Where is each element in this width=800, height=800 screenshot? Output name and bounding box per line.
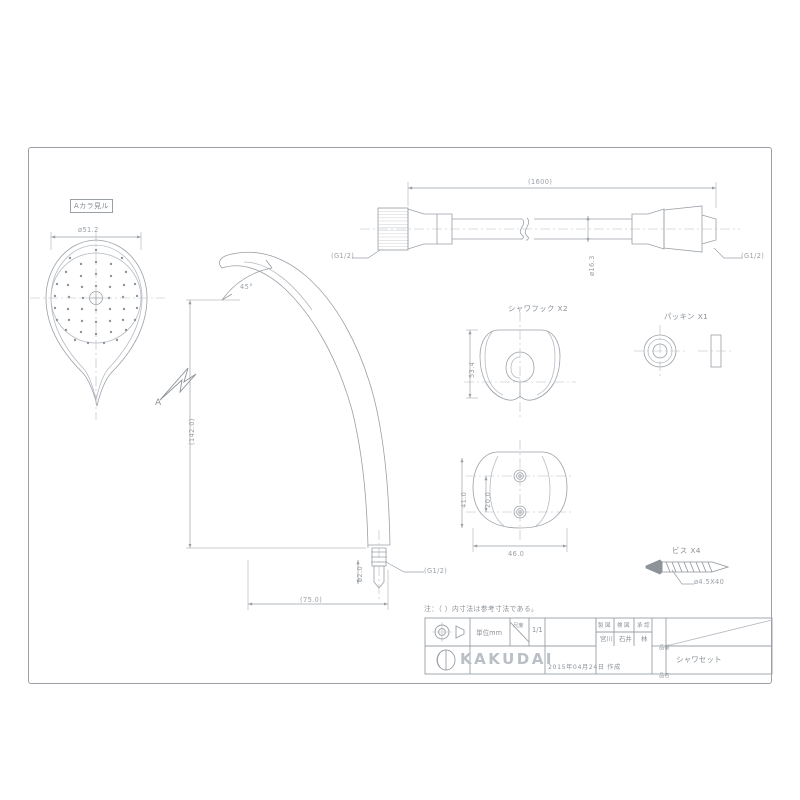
drawing-note: 注：（ ）内寸法は参考寸法である。 <box>424 605 539 613</box>
dimension-hose-diameter-label: ø16.3 <box>588 255 596 276</box>
dimension-face-diameter <box>50 232 142 250</box>
leader-hose-thread-right <box>713 247 742 259</box>
title-block-scale-value: 1/1 <box>532 626 543 634</box>
drawing-frame <box>28 147 772 684</box>
dimension-hook-hole-pitch-label: 20.0 <box>484 491 492 508</box>
title-block-name-approve: 林 <box>641 635 648 643</box>
title-block-date: 2015年04月24日 作成 <box>548 664 621 671</box>
leader-screw-spec <box>671 569 694 585</box>
dimension-face-diameter-label: ø51.2 <box>78 226 99 234</box>
brand-logo-text: KAKUDAI <box>460 650 554 668</box>
leader-handle-thread <box>385 561 424 573</box>
dimension-hook-plate-height <box>460 458 488 528</box>
screw-view <box>645 559 730 575</box>
dimension-hook-width <box>472 528 568 552</box>
title-block-scale-label: 尺度 <box>513 623 524 629</box>
dimension-hose-length-label: (1600) <box>528 178 553 186</box>
dimension-reach <box>247 560 389 610</box>
packing-centerlines <box>634 325 734 377</box>
hook-centerlines <box>464 312 576 420</box>
title-block-product-label: 品番 <box>659 645 670 651</box>
part-title-screw: ビス X4 <box>672 546 701 555</box>
dimension-neck-label: ø2.0 <box>356 565 364 582</box>
face-centerlines <box>30 232 165 420</box>
title-block-unit: 単位mm <box>476 629 503 637</box>
title-block-col-draft: 製 図 <box>598 623 611 629</box>
dimension-hook-height <box>466 329 478 399</box>
dimension-body-length-label: (142.0) <box>188 418 196 445</box>
title-block-grid <box>424 617 773 675</box>
dimension-hook-plate-height-label: 41.0 <box>460 491 468 508</box>
dimension-hook-width-label: 46.0 <box>508 550 525 558</box>
spray-holes <box>53 248 139 345</box>
view-arrow-label-a: A <box>155 398 162 408</box>
dimension-reach-label: (75.0) <box>300 596 323 604</box>
title-block-col-approve: 承 認 <box>637 623 650 629</box>
hose-thread-left-label: (G1/2) <box>331 252 355 260</box>
title-block-name-check: 石井 <box>619 635 632 643</box>
view-arrow-a-icon <box>159 367 197 401</box>
title-block-name-draft: 宮川 <box>600 635 613 643</box>
handle-thread-label: (G1/2) <box>424 567 448 575</box>
leader-hose-thread-left <box>352 249 381 259</box>
screw-spec-label: ø4.5X40 <box>694 578 725 586</box>
hose-thread-right-label: (G1/2) <box>741 252 765 260</box>
view-label-a: Aカラ見ル <box>70 199 113 213</box>
title-block-col-check: 検 図 <box>617 623 630 629</box>
showerhead-handle-view <box>219 251 391 589</box>
title-block-product-name-label: 品名 <box>659 673 670 679</box>
dimension-body-length <box>186 299 366 549</box>
shower-hook-top-view <box>472 451 568 529</box>
part-title-packing: パッキン X1 <box>664 312 709 321</box>
part-title-hook: シャワフック X2 <box>508 304 569 313</box>
hook-top-centerlines <box>466 440 574 540</box>
angle-label-45: 45° <box>240 283 253 291</box>
title-block-product-name: シャワセット <box>676 655 722 664</box>
dimension-hose-length <box>407 182 717 208</box>
dimension-hook-height-label: 53.4 <box>468 361 476 378</box>
angle-indicator-45 <box>221 259 273 301</box>
